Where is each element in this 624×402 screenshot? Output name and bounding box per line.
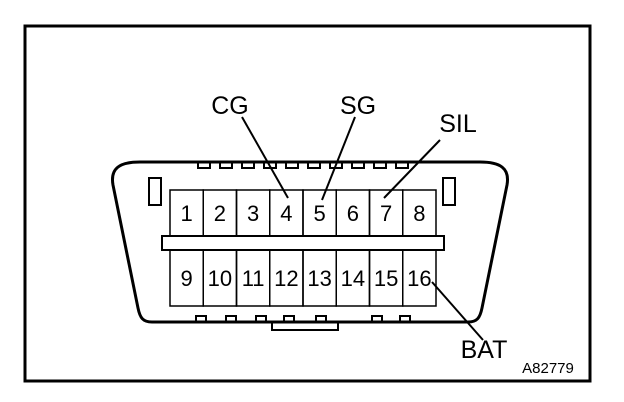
pin-number-15: 15 [374,266,398,291]
pin-number-11: 11 [242,266,265,291]
sg-leader-line [321,116,356,201]
pin-number-16: 16 [407,266,431,291]
pin-number-8: 8 [413,201,425,226]
right-latch-slot [442,177,456,206]
pin-number-9: 9 [181,266,193,291]
connector-top-ridges [188,161,418,169]
pin-number-10: 10 [208,266,232,291]
cg-label: CG [211,92,249,120]
sg-label: SG [340,92,376,120]
figure-frame [23,24,592,383]
sil-leader-line [383,139,441,199]
pin-number-2: 2 [214,201,226,226]
pin-number-5: 5 [314,201,326,226]
bat-label: BAT [461,336,508,364]
sil-label: SIL [439,110,477,138]
bat-leader-line [431,281,484,341]
connector-housing [110,160,510,324]
figure-id: A82779 [522,360,574,377]
pin-number-4: 4 [280,201,292,226]
bottom-pin-row: 9 10 11 12 13 14 15 16 [169,249,437,307]
pin-number-6: 6 [347,201,359,226]
pin-number-13: 13 [307,266,331,291]
pin-number-3: 3 [247,201,259,226]
connector-bottom-ridges [195,315,411,331]
left-latch-slot [148,177,162,206]
cg-leader-line [241,116,289,199]
center-separator-bar [161,235,445,251]
pin-number-1: 1 [181,201,193,226]
pin-cell-16 [402,249,437,307]
pin-cell-8 [402,189,437,237]
pin-number-14: 14 [341,266,365,291]
pin-number-7: 7 [380,201,392,226]
pin-number-12: 12 [274,266,298,291]
